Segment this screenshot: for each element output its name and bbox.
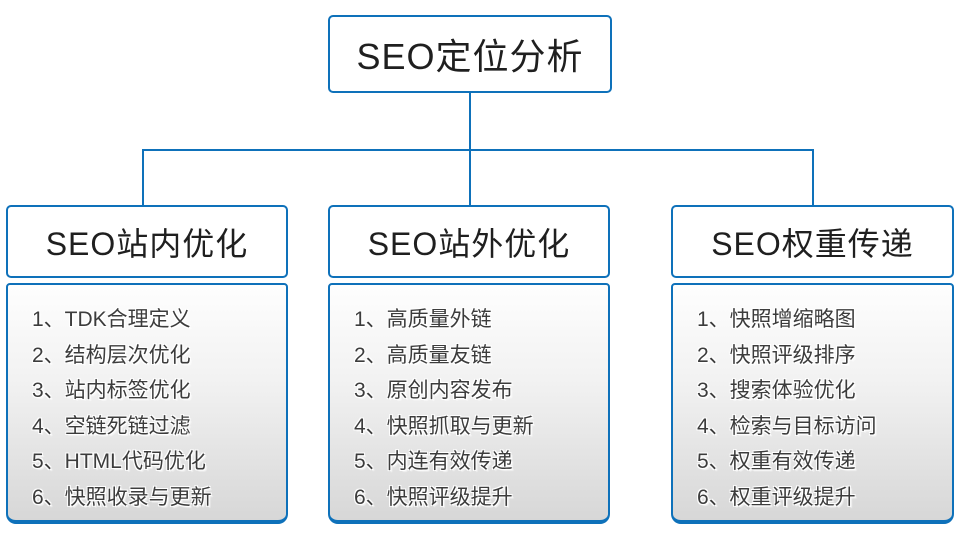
list-item: 4、空链死链过滤 <box>32 414 191 438</box>
column-header: SEO权重传递 <box>671 205 954 278</box>
column-header: SEO站内优化 <box>6 205 288 278</box>
connector-horizontal <box>143 149 814 151</box>
column-seo-weight: SEO权重传递 1、快照增缩略图 2、快照评级排序 3、搜索体验优化 4、检索与… <box>671 205 954 524</box>
connector-drop-right <box>812 149 814 207</box>
list-item: 5、内连有效传递 <box>354 450 513 473</box>
list-item: 3、站内标签优化 <box>32 379 191 402</box>
list-item: 2、高质量友链 <box>354 343 492 367</box>
connector-drop-center <box>469 149 471 207</box>
list-item: 4、快照抓取与更新 <box>354 414 534 438</box>
column-body: 1、TDK合理定义 2、结构层次优化 3、站内标签优化 4、空链死链过滤 5、H… <box>6 283 288 524</box>
column-title: SEO站外优化 <box>367 225 571 262</box>
list-item: 1、高质量外链 <box>354 308 492 331</box>
root-node: SEO定位分析 <box>328 15 612 93</box>
list-item: 6、权重评级提升 <box>697 485 856 509</box>
list-item: 1、快照增缩略图 <box>697 308 856 331</box>
column-body: 1、高质量外链 2、高质量友链 3、原创内容发布 4、快照抓取与更新 5、内连有… <box>328 283 610 524</box>
column-seo-onsite: SEO站内优化 1、TDK合理定义 2、结构层次优化 3、站内标签优化 4、空链… <box>6 205 288 524</box>
column-seo-offsite: SEO站外优化 1、高质量外链 2、高质量友链 3、原创内容发布 4、快照抓取与… <box>328 205 610 524</box>
list-item: 2、快照评级排序 <box>697 343 856 367</box>
list-item: 6、快照评级提升 <box>354 485 513 509</box>
list-item: 1、TDK合理定义 <box>32 308 191 331</box>
column-title: SEO权重传递 <box>711 225 914 262</box>
root-title: SEO定位分析 <box>356 36 584 77</box>
list-item: 3、搜索体验优化 <box>697 379 856 402</box>
list-item: 2、结构层次优化 <box>32 343 191 367</box>
connector-root-stem <box>469 89 471 151</box>
connector-drop-left <box>142 149 144 207</box>
column-title: SEO站内优化 <box>45 225 249 262</box>
column-header: SEO站外优化 <box>328 205 610 278</box>
list-item: 3、原创内容发布 <box>354 379 513 402</box>
column-body: 1、快照增缩略图 2、快照评级排序 3、搜索体验优化 4、检索与目标访问 5、权… <box>671 283 954 524</box>
list-item: 6、快照收录与更新 <box>32 485 212 509</box>
list-item: 5、权重有效传递 <box>697 450 856 473</box>
list-item: 5、HTML代码优化 <box>32 450 206 473</box>
list-item: 4、检索与目标访问 <box>697 414 877 438</box>
